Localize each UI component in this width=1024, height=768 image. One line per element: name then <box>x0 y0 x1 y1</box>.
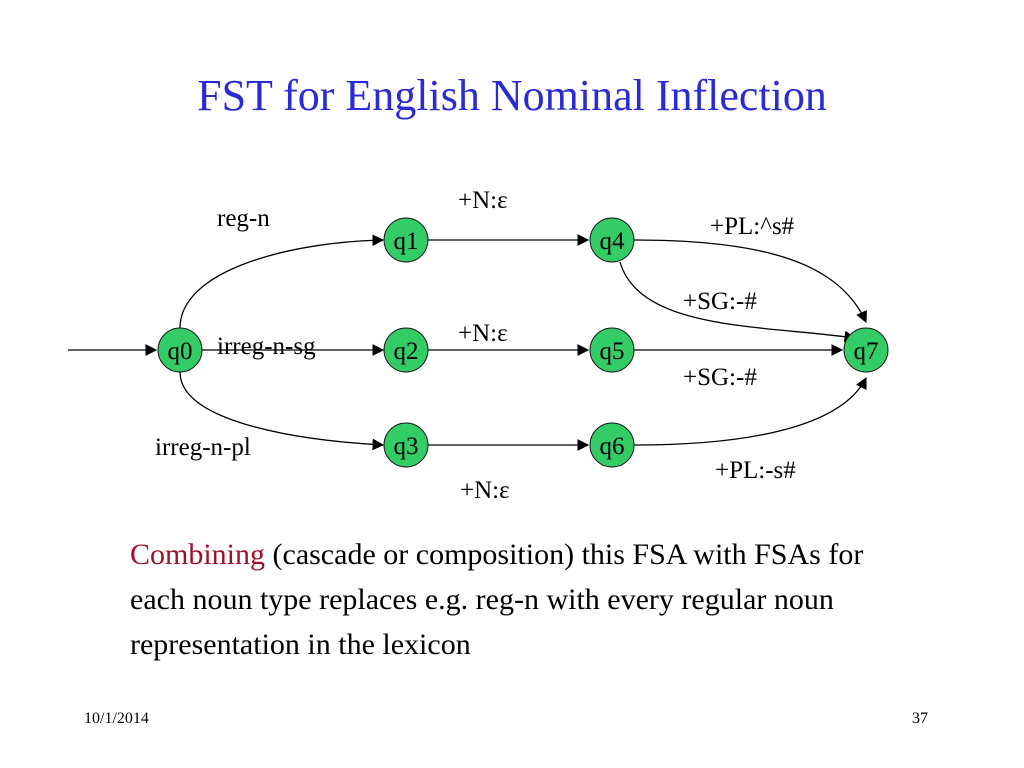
state-q7-label: q7 <box>854 338 879 365</box>
state-q3-label: q3 <box>394 433 419 460</box>
label-q6-q7: +PL:-s# <box>715 457 796 484</box>
label-irreg-n-pl: irreg-n-pl <box>155 434 251 461</box>
slide-page-number: 37 <box>912 710 928 727</box>
state-q5: q5 <box>589 327 635 373</box>
body-paragraph: Combining (cascade or composition) this … <box>130 532 910 667</box>
slide-date: 10/1/2014 <box>84 710 149 727</box>
state-q1: q1 <box>383 217 429 263</box>
edge-q0-q3 <box>179 371 385 451</box>
edge-q0-q1 <box>179 234 385 329</box>
state-q4-label: q4 <box>600 228 626 255</box>
label-q3-q6: +N:ε <box>460 477 510 504</box>
state-q4: q4 <box>589 217 635 263</box>
label-irreg-n-sg: irreg-n-sg <box>217 333 316 360</box>
state-q2-label: q2 <box>394 338 419 365</box>
label-reg-n: reg-n <box>217 205 270 232</box>
label-q4-q7-sg: +SG:-# <box>683 288 757 315</box>
state-q5-label: q5 <box>600 338 625 365</box>
body-highlight: Combining <box>130 538 266 571</box>
state-q1-label: q1 <box>394 228 419 255</box>
label-q2-q5: +N:ε <box>458 320 508 347</box>
edge-q6-q7 <box>633 376 867 446</box>
label-q4-q7-pl: +PL:^s# <box>710 213 795 240</box>
state-q0-label: q0 <box>168 338 193 365</box>
slide-title: FST for English Nominal Inflection <box>197 71 827 120</box>
edge-q4-q7-sg <box>619 261 857 343</box>
state-q3: q3 <box>383 422 429 468</box>
label-q5-q7: +SG:-# <box>683 364 757 391</box>
edge-q4-q7-pl <box>633 239 867 324</box>
state-q6-label: q6 <box>600 433 625 460</box>
state-q6: q6 <box>589 422 635 468</box>
body-text: (cascade or composition) this FSA with F… <box>130 538 864 661</box>
state-q7: q7 <box>843 327 889 373</box>
state-q0: q0 <box>157 327 203 373</box>
state-q2: q2 <box>383 327 429 373</box>
label-q1-q4: +N:ε <box>458 187 508 214</box>
